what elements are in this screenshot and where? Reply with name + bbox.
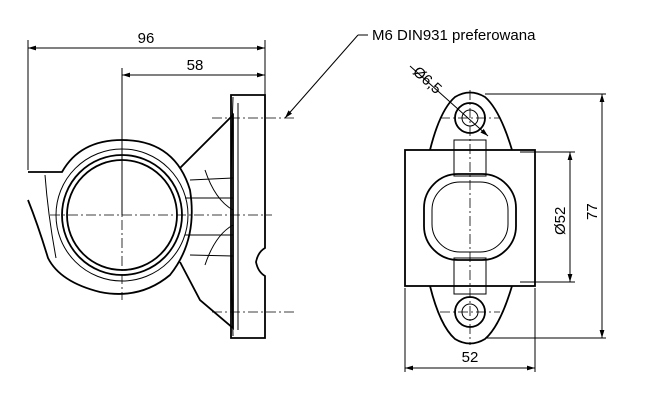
dimension-label-lens: Ø52 (552, 207, 569, 235)
dimension-label-77: 77 (584, 203, 601, 220)
mounting-plate (230, 94, 266, 339)
callout-text: M6 DIN931 preferowana (372, 27, 536, 44)
mounting-ear-bottom (429, 285, 513, 345)
dimension-label-52: 52 (462, 349, 479, 366)
support-arm (179, 112, 234, 330)
dimension-label-96: 96 (138, 30, 155, 47)
side-view: 96 58 (27, 30, 296, 339)
dimension-line-hole (409, 65, 489, 137)
lamp-housing (27, 139, 193, 295)
callout: M6 DIN931 preferowana (284, 27, 536, 119)
dimension-label-58: 58 (187, 57, 204, 74)
front-view: Ø6,5 Ø52 77 52 (404, 63, 606, 372)
callout-leader (284, 34, 359, 119)
